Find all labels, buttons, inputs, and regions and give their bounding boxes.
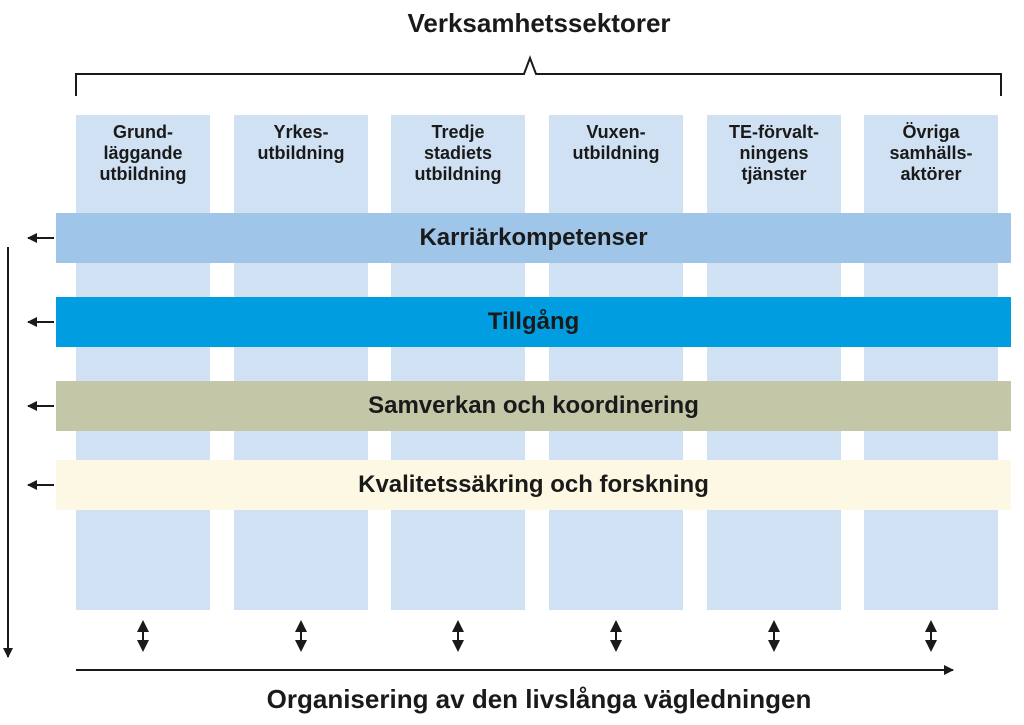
sector-column-5 (707, 115, 841, 610)
band-karriarkompetenser: Karriärkompetenser (56, 213, 1011, 263)
band-label: Tillgång (487, 308, 580, 335)
sector-column-6 (864, 115, 998, 610)
sector-column-2 (234, 115, 368, 610)
band-label: Samverkan och koordinering (368, 392, 699, 419)
band-label: Karriärkompetenser (419, 224, 648, 251)
band-samverkan: Samverkan och koordinering (56, 381, 1011, 431)
curly-brace-icon (75, 55, 1002, 96)
sector-column-3 (391, 115, 525, 610)
sector-label-3: Tredje stadiets utbildning (414, 122, 502, 184)
band-tillgang: Tillgång (56, 297, 1011, 347)
sector-label-5: TE-förvalt- ningens tjänster (729, 122, 819, 184)
sector-label-2: Yrkes- utbildning (257, 122, 345, 163)
bottom-label: Organisering av den livslånga vägledning… (266, 684, 812, 714)
sector-label-4: Vuxen- utbildning (572, 122, 660, 163)
sector-column-4 (549, 115, 683, 610)
diagram-title: Verksamhetssektorer (407, 8, 671, 38)
sector-column-1 (76, 115, 210, 610)
sector-label-6: Övriga samhälls- aktörer (889, 122, 973, 184)
band-label: Kvalitetssäkring och forskning (358, 471, 709, 498)
sector-label-1: Grund- läggande utbildning (99, 122, 187, 184)
band-kvalitetssakring: Kvalitetssäkring och forskning (56, 460, 1011, 510)
